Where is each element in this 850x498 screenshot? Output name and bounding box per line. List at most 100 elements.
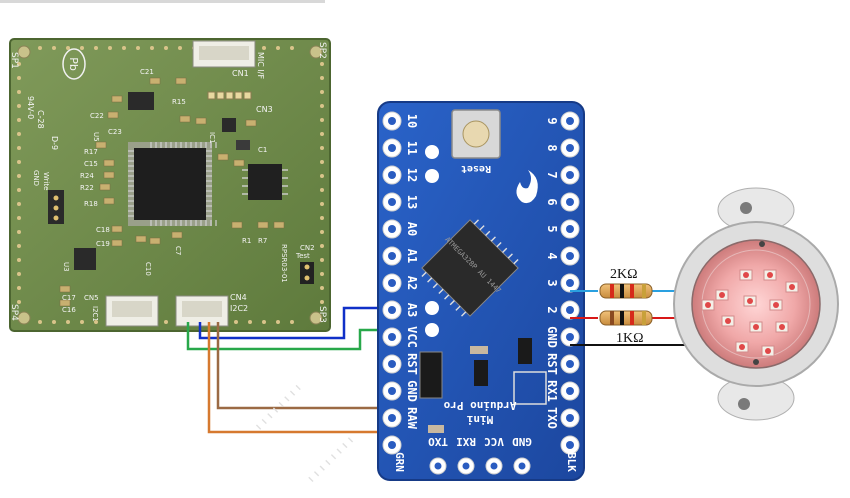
left-pin-hole (388, 144, 396, 152)
header-pins-cn2 (300, 262, 314, 284)
led-chip-light (789, 284, 795, 290)
via-dot (17, 286, 21, 290)
bottom-pin-labels: TXO RXI VCC GND (428, 435, 532, 448)
left-pin-row (382, 111, 439, 455)
label-c18: C18 (96, 226, 110, 234)
mcu-pin (347, 437, 354, 443)
mcu-pin (289, 390, 296, 396)
smd-passive (245, 119, 257, 127)
smd-passive (111, 239, 123, 247)
smd-chip-3 (222, 118, 236, 132)
cn3-pad (216, 91, 225, 100)
pin-label-blk: BLK (565, 452, 578, 472)
pin-label-right-6: 3 (545, 279, 559, 286)
via-dot (17, 174, 21, 178)
label-cn4: CN4 (230, 293, 247, 302)
pin-label-left-3: 13 (405, 195, 419, 209)
via-dot (66, 320, 70, 324)
label-r1: R1 (242, 237, 251, 245)
pin-label-left-2: 12 (405, 168, 419, 182)
smd-passive (179, 115, 191, 123)
led-screw-2 (753, 359, 759, 365)
label-r15: R15 (172, 98, 186, 106)
via-dot (17, 244, 21, 248)
left-pin-hole (388, 117, 396, 125)
right-pin-hole (566, 225, 574, 233)
via-dot (320, 132, 324, 136)
left-pin-hole (388, 225, 396, 233)
label-cn2: CN2 (300, 244, 315, 252)
led-chip-light (719, 292, 725, 298)
label-rpsr: RPSR03-01 (280, 244, 288, 283)
led-chip-light (725, 318, 731, 324)
wire-brown-gnd (216, 322, 399, 410)
label-r7: R7 (258, 237, 267, 245)
pin-label-left-11: RAW (405, 407, 419, 429)
left-pin-hole (388, 441, 396, 449)
via-dot (17, 216, 21, 220)
via-dot (320, 202, 324, 206)
mcu-pin (421, 271, 427, 277)
label-sp3: SP3 (317, 306, 327, 323)
via-dot (320, 76, 324, 80)
mcu-pin (313, 471, 320, 477)
via-dot (320, 104, 324, 108)
smd-passive (107, 111, 119, 119)
via-dot (320, 286, 324, 290)
pin-label-right-0: 9 (545, 117, 559, 124)
smd-chip-1 (128, 92, 154, 110)
via-dot (17, 258, 21, 262)
top-divider (0, 0, 325, 3)
label-r24: R24 (80, 172, 94, 180)
main-ic-chip (128, 142, 217, 226)
via-dot (17, 146, 21, 150)
left-pin-hole (388, 360, 396, 368)
smd-passive (171, 231, 183, 239)
via-dot (320, 62, 324, 66)
left-pin-hole (388, 414, 396, 422)
via-dot (164, 320, 168, 324)
pad-row-cn3 (207, 91, 252, 100)
connector-i2c1 (105, 295, 159, 327)
smd-passive (103, 171, 115, 179)
via-dot (320, 258, 324, 262)
via-dot (320, 160, 324, 164)
via-dot (17, 188, 21, 192)
a5-pad (425, 323, 439, 337)
led-chip-light (743, 272, 749, 278)
led-chip-light (753, 324, 759, 330)
cn3-pad (225, 91, 234, 100)
label-d9: D-9 (50, 136, 59, 150)
via-dot (234, 320, 238, 324)
right-pin-hole (566, 117, 574, 125)
mcu-pin (490, 236, 496, 242)
pin-label-right-2: 7 (545, 171, 559, 178)
via-dot (17, 90, 21, 94)
right-pin-hole (566, 198, 574, 206)
mcu-pin (278, 401, 284, 408)
right-pin-hole (566, 171, 574, 179)
mcu-pin (513, 259, 519, 265)
resistor-2k-label: 2KΩ (610, 267, 638, 282)
via-dot (320, 174, 324, 178)
via-dot (290, 320, 294, 324)
via-dot (248, 320, 252, 324)
board-name-line1: Arduino Pro (443, 399, 516, 412)
pin-label-bottom-2: VCC (484, 435, 504, 448)
smd-passive (103, 159, 115, 167)
smd-passive (195, 117, 207, 125)
via-dot (17, 76, 21, 80)
pin-label-bottom-3: GND (512, 435, 532, 448)
pin-label-left-10: GND (405, 380, 419, 402)
connector-cn4 (175, 295, 229, 327)
smd-passive (231, 221, 243, 229)
mcu-pin (455, 305, 461, 311)
smd-passive (217, 153, 229, 161)
board-name-line2: Mini (466, 413, 493, 426)
via-dot (38, 320, 42, 324)
via-dot (66, 46, 70, 50)
label-c21: C21 (140, 68, 154, 76)
led-chip-light (765, 348, 771, 354)
right-pin-hole (566, 306, 574, 314)
smd-passive (135, 235, 147, 243)
